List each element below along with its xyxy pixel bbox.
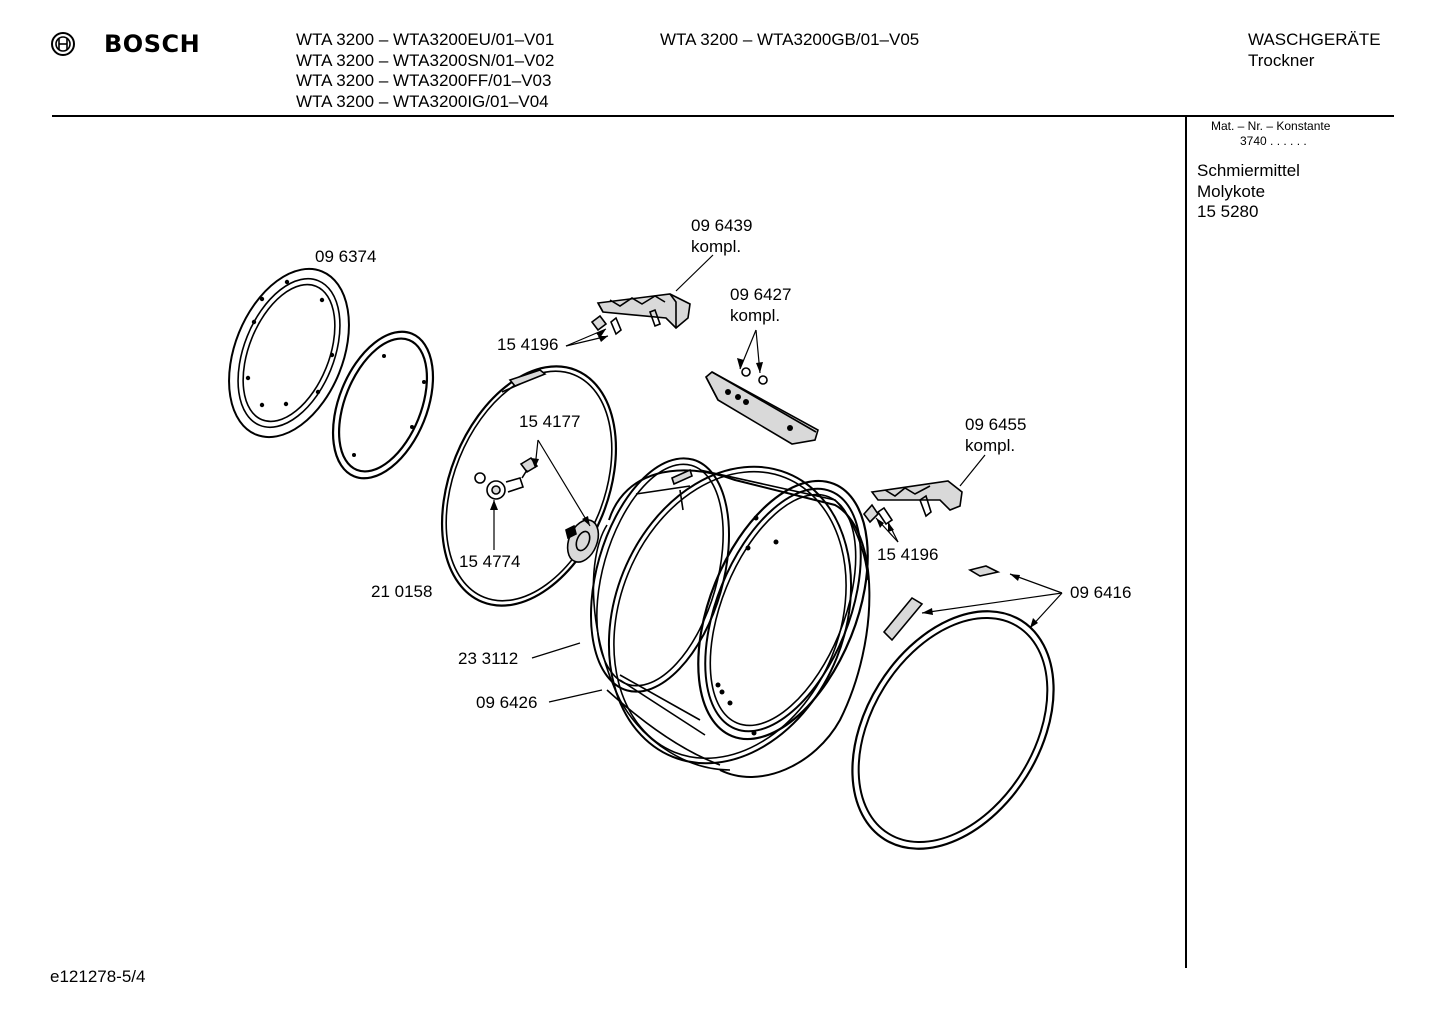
model-line: WTA 3200 – WTA3200SN/01–V02 <box>296 50 555 70</box>
mat-number-value: 3740 . . . . . . <box>1240 134 1307 148</box>
drum-front-ring-096426 <box>607 465 853 765</box>
slide-assembly-096439 <box>590 293 691 336</box>
model-list-left: WTA 3200 – WTA3200EU/01–V01 WTA 3200 – W… <box>296 30 554 112</box>
slide-assembly-096427 <box>704 367 819 445</box>
lubricant-name: Molykote <box>1197 181 1266 201</box>
lubricant-block: Schmiermittel Molykote 15 5280 <box>1197 161 1300 223</box>
part-label-210158: 21 0158 <box>371 582 433 601</box>
gasket-ring-096374 <box>228 267 350 439</box>
category-subtitle: Trockner <box>1248 50 1315 70</box>
leader-lines <box>493 254 1063 703</box>
model-line-right: WTA 3200 – WTA3200GB/01–V05 <box>660 30 920 49</box>
lubricant-label: Schmiermittel <box>1197 161 1300 180</box>
category-block: WASCHGERÄTE Trockner <box>1248 30 1381 71</box>
part-label-154196-upper: 15 4196 <box>497 335 559 354</box>
part-label-096374: 09 6374 <box>315 247 377 266</box>
part-label-154177: 15 4177 <box>519 412 581 431</box>
rear-bearing-shield-210158 <box>440 365 618 607</box>
mat-number-header: Mat. – Nr. – Konstante <box>1211 119 1331 133</box>
part-label-096439: 09 6439 kompl. <box>691 216 753 256</box>
part-label-154196-lower: 15 4196 <box>877 545 939 564</box>
arrowheads <box>490 329 1038 628</box>
model-line: WTA 3200 – WTA3200IG/01–V04 <box>296 91 549 111</box>
bosch-armature-icon <box>51 32 75 56</box>
category-title: WASCHGERÄTE <box>1248 30 1381 49</box>
model-line: WTA 3200 – WTA3200EU/01–V01 <box>296 30 555 49</box>
model-line: WTA 3200 – WTA3200FF/01–V03 <box>296 71 552 90</box>
document-id: e121278-5/4 <box>50 967 146 986</box>
felt-ring <box>331 330 435 480</box>
part-label-096455: 09 6455 kompl. <box>965 415 1027 455</box>
part-label-096426: 09 6426 <box>476 693 538 712</box>
part-label-154774: 15 4774 <box>459 552 521 571</box>
bosch-logo: BOSCH <box>50 30 210 59</box>
part-label-096427: 09 6427 kompl. <box>730 285 792 325</box>
slide-assembly-096455 <box>862 480 963 526</box>
lubricant-part-number: 15 5280 <box>1197 202 1259 221</box>
part-label-096416: 09 6416 <box>1070 583 1132 602</box>
part-label-233112: 23 3112 <box>458 649 519 668</box>
brand-name: BOSCH <box>104 30 201 58</box>
front-seal-096416 <box>851 565 1055 850</box>
